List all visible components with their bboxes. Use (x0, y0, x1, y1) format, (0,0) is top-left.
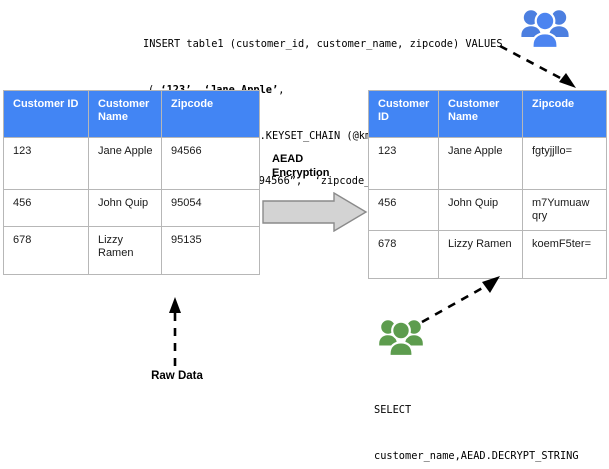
column-header-customer-id: Customer ID (3, 90, 89, 138)
select-line-2: customer_name,AEAD.DECRYPT_STRING (374, 450, 579, 463)
cell-customer-name: Lizzy Ramen (88, 226, 162, 275)
cell-customer-name: John Quip (438, 189, 523, 231)
select-line-1: SELECT (374, 404, 412, 417)
raw-data-label: Raw Data (151, 370, 203, 382)
table-row: 678 Lizzy Ramen 95135 (3, 226, 260, 275)
table-row: 678 Lizzy Ramen koemF5ter= (368, 230, 607, 279)
table-header-row: Customer ID Customer Name Zipcode (368, 90, 607, 138)
column-header-customer-id: Customer ID (368, 90, 439, 138)
table-row: 123 Jane Apple fgtyjjllo= (368, 137, 607, 190)
cell-zipcode: koemF5ter= (522, 230, 607, 279)
column-header-zipcode: Zipcode (161, 90, 260, 138)
cell-customer-id: 678 (368, 230, 439, 279)
insert-line-1: INSERT table1 (customer_id, customer_nam… (143, 38, 503, 51)
column-header-customer-name: Customer Name (88, 90, 162, 138)
cell-customer-name: Jane Apple (438, 137, 523, 190)
cell-customer-name: Lizzy Ramen (438, 230, 523, 279)
connector-raw-data-to-table (169, 297, 181, 366)
cell-zipcode: m7Yumuaw qry (522, 189, 607, 231)
cell-customer-id: 456 (3, 189, 89, 227)
cell-customer-id: 123 (368, 137, 439, 190)
insert-line-2-suffix: , (278, 84, 285, 97)
table-row: 456 John Quip m7Yumuaw qry (368, 189, 607, 231)
users-icon-green (379, 320, 423, 357)
column-header-customer-name: Customer Name (438, 90, 523, 138)
table-row: 123 Jane Apple 94566 (3, 137, 260, 190)
right-block-arrow-icon (262, 192, 368, 232)
raw-data-table: Customer ID Customer Name Zipcode 123 Ja… (3, 90, 260, 275)
cell-customer-name: John Quip (88, 189, 162, 227)
cell-zipcode: 94566 (161, 137, 260, 190)
connector-insert-to-encrypted-table (499, 44, 576, 88)
cell-customer-name: Jane Apple (88, 137, 162, 190)
cell-customer-id: 123 (3, 137, 89, 190)
cell-zipcode: fgtyjjllo= (522, 137, 607, 190)
cell-zipcode: 95135 (161, 226, 260, 275)
column-header-zipcode: Zipcode (522, 90, 607, 138)
users-icon-blue (521, 10, 569, 49)
table-header-row: Customer ID Customer Name Zipcode (3, 90, 260, 138)
aead-encryption-label: AEAD Encryption (272, 153, 330, 179)
table-row: 456 John Quip 95054 (3, 189, 260, 227)
cell-customer-id: 456 (368, 189, 439, 231)
encrypted-data-table: Customer ID Customer Name Zipcode 123 Ja… (368, 90, 607, 279)
cell-customer-id: 678 (3, 226, 89, 275)
connector-user-to-encrypted-table (421, 276, 500, 324)
cell-zipcode: 95054 (161, 189, 260, 227)
select-sql-statement: SELECT customer_name,AEAD.DECRYPT_STRING… (374, 373, 579, 469)
